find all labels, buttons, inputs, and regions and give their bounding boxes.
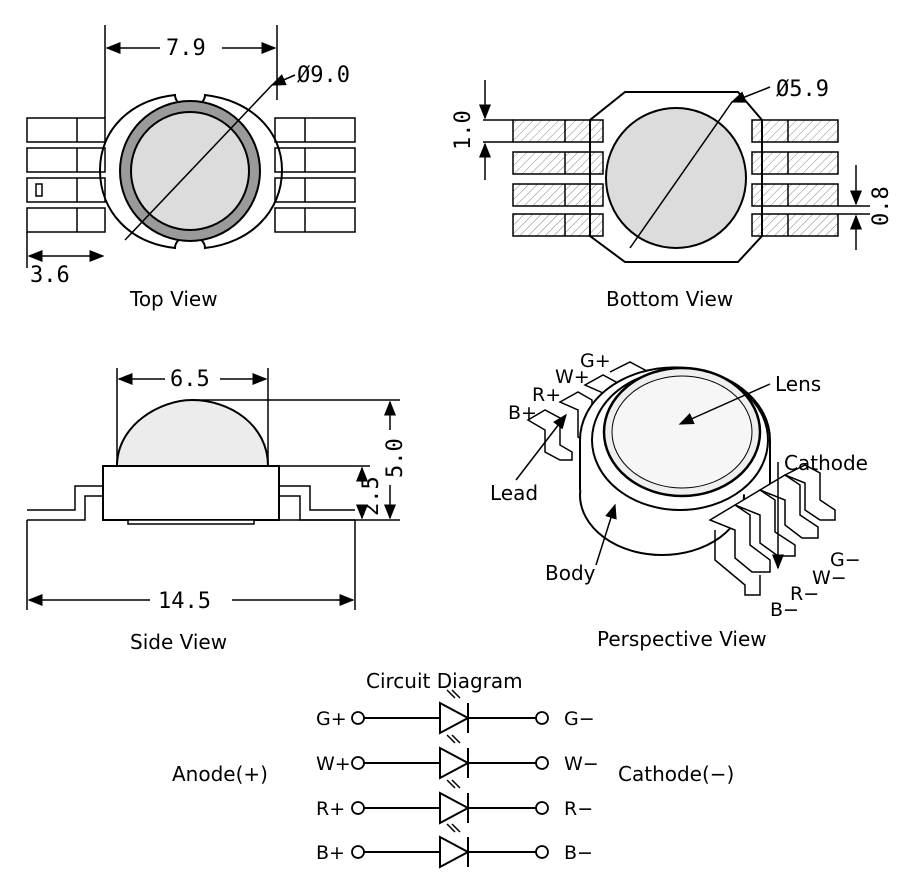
perspective-lead-label: Lead bbox=[490, 481, 538, 505]
perspective-pin-w-plus: W+ bbox=[555, 366, 590, 388]
circuit-row: G+ G− bbox=[316, 689, 595, 735]
perspective-cathode-label: Cathode bbox=[784, 451, 868, 475]
bottom-right-pads bbox=[751, 119, 839, 237]
perspective-view: Lens Cathode Lead Body G+ W+ R+ B+ G− W−… bbox=[490, 350, 868, 651]
circuit-cathode-pin: G− bbox=[564, 708, 595, 730]
perspective-pin-g-minus: G− bbox=[830, 549, 861, 571]
circuit-cathode-pin: W− bbox=[564, 753, 599, 775]
circuit-anode-pin: B+ bbox=[316, 842, 345, 864]
anode-label: Anode(+) bbox=[172, 762, 268, 786]
circuit-row: W+ W− bbox=[316, 734, 599, 780]
circuit-anode-pin: G+ bbox=[316, 708, 347, 730]
perspective-lens-label: Lens bbox=[775, 372, 821, 396]
perspective-pin-w-minus: W− bbox=[812, 567, 847, 589]
side-lens bbox=[115, 398, 270, 467]
circuit-anode-pin: W+ bbox=[316, 753, 351, 775]
cathode-label: Cathode(−) bbox=[618, 762, 734, 786]
circuit-title: Circuit Diagram bbox=[366, 669, 523, 693]
led-symbol bbox=[439, 746, 471, 780]
bottom-view: 1.0 0.8 Ø5.9 Bottom View bbox=[451, 77, 894, 311]
top-diameter-dim: Ø9.0 bbox=[297, 63, 350, 88]
perspective-pin-b-minus: B− bbox=[770, 599, 799, 621]
side-body bbox=[102, 465, 280, 521]
perspective-pin-r-plus: R+ bbox=[532, 384, 561, 406]
perspective-pin-b-plus: B+ bbox=[508, 402, 537, 424]
led-symbol bbox=[439, 701, 471, 735]
side-body-height-dim: 2.5 bbox=[359, 476, 384, 516]
bottom-pitch-dim: 1.0 bbox=[451, 110, 476, 150]
side-view: 6.5 5.0 2.5 14.5 Side View bbox=[26, 367, 408, 654]
perspective-pin-g-plus: G+ bbox=[580, 350, 611, 372]
top-view-caption: Top View bbox=[129, 287, 218, 311]
side-lens-dim: 6.5 bbox=[170, 367, 210, 392]
top-width-dim: 7.9 bbox=[166, 36, 206, 61]
circuit-row: B+ B− bbox=[316, 823, 593, 869]
top-body bbox=[98, 93, 284, 250]
top-left-leads bbox=[26, 117, 106, 233]
side-view-caption: Side View bbox=[130, 630, 227, 654]
perspective-pin-r-minus: R− bbox=[790, 583, 819, 605]
bottom-lens bbox=[605, 107, 747, 249]
top-lead-dim: 3.6 bbox=[30, 263, 70, 288]
bottom-lead-gap-dim: 0.8 bbox=[869, 186, 894, 226]
perspective-body-label: Body bbox=[545, 561, 596, 585]
circuit-cathode-pin: B− bbox=[564, 842, 593, 864]
top-right-leads bbox=[274, 117, 356, 233]
bottom-diameter-dim: Ø5.9 bbox=[776, 77, 829, 102]
perspective-cathode-leads bbox=[708, 464, 836, 596]
side-length-dim: 14.5 bbox=[158, 589, 211, 614]
circuit-anode-pin: R+ bbox=[316, 798, 345, 820]
circuit-cathode-pin: R− bbox=[564, 798, 593, 820]
circuit-diagram: Circuit Diagram Anode(+) Cathode(−) G+ G… bbox=[172, 669, 734, 869]
side-total-height-dim: 5.0 bbox=[383, 438, 408, 478]
led-symbol bbox=[439, 791, 471, 825]
perspective-view-caption: Perspective View bbox=[597, 627, 767, 651]
top-view: 7.9 Ø9.0 3.6 Top View bbox=[26, 25, 356, 311]
bottom-view-caption: Bottom View bbox=[606, 287, 733, 311]
circuit-row: R+ R− bbox=[316, 779, 593, 825]
bottom-left-pads bbox=[512, 119, 604, 237]
led-symbol bbox=[439, 835, 471, 869]
